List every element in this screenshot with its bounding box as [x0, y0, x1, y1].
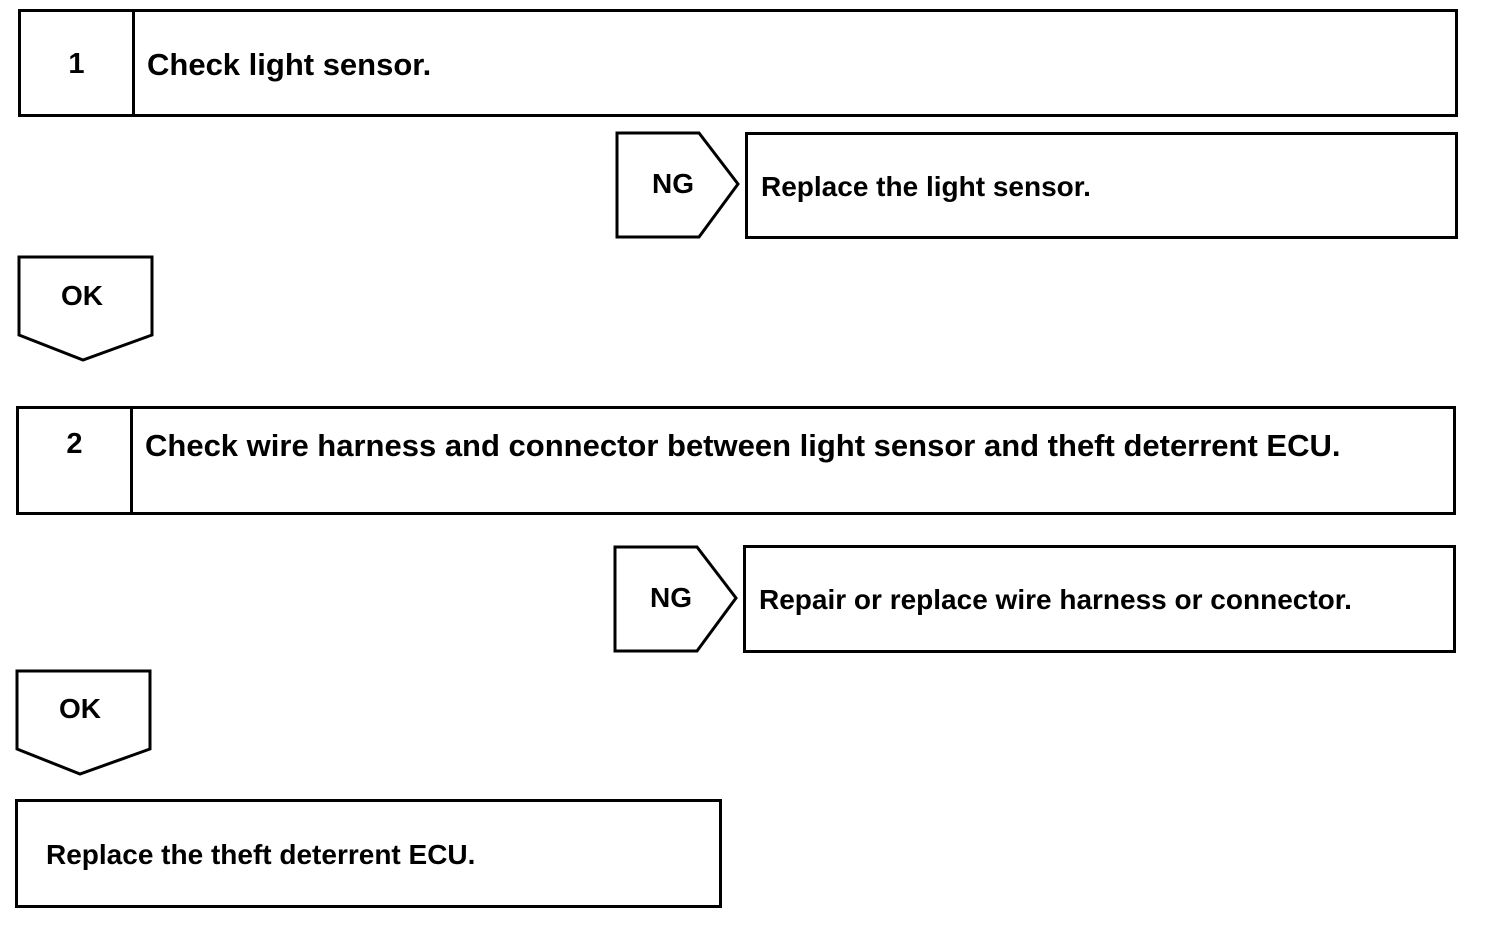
ng-action-2-text: Repair or replace wire harness or connec… — [759, 584, 1352, 615]
ng-action-1-text: Replace the light sensor. — [761, 171, 1091, 202]
final-action-text: Replace the theft deterrent ECU. — [46, 839, 476, 870]
final-action-box: Replace the theft deterrent ECU. — [15, 799, 722, 908]
ng-arrow-1 — [615, 131, 740, 239]
step-2-box: 2 Check wire harness and connector betwe… — [16, 406, 1456, 515]
ok-arrow-2 — [15, 669, 152, 776]
ok-label-1: OK — [61, 280, 103, 311]
ng-arrow-2 — [613, 545, 738, 653]
step-1-text: Check light sensor. — [147, 47, 432, 82]
step-2-text: Check wire harness and connector between… — [145, 428, 1341, 463]
ng-label-1: NG — [652, 168, 694, 199]
ng-label-2: NG — [650, 582, 692, 613]
step-1-box: 1 Check light sensor. — [18, 9, 1458, 117]
ng-action-2-box: Repair or replace wire harness or connec… — [743, 545, 1456, 653]
step-2-number: 2 — [19, 409, 133, 512]
ok-arrow-1 — [17, 255, 154, 362]
ng-action-1-box: Replace the light sensor. — [745, 132, 1458, 239]
step-1-number: 1 — [21, 12, 135, 114]
ok-label-2: OK — [59, 693, 101, 724]
